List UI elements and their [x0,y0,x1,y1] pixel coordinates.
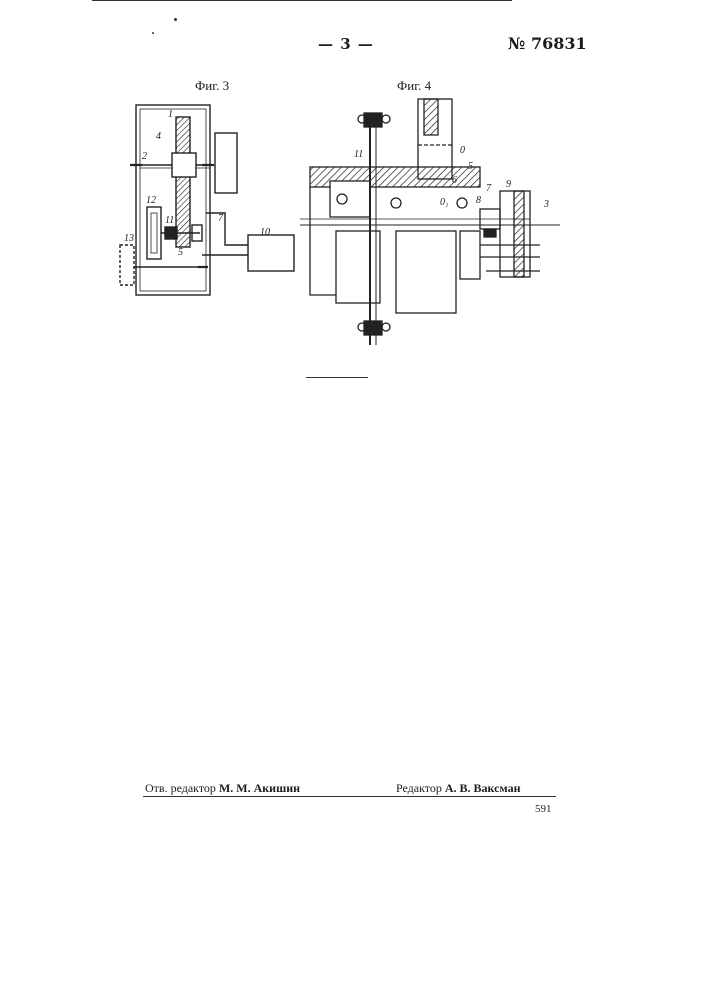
figure-3-title: Фиг. 3 [195,78,229,94]
box-upper-right [215,133,237,193]
footer-left-role: Отв. редактор [145,781,216,795]
callout-13: 13 [124,233,134,244]
callout-12: 12 [146,195,156,206]
figure-4-drawing: 0 11 5 6 7 9 0₁ 8 3 [300,95,560,350]
speck [174,18,177,21]
figure-3-drawing: 1 4 2 12 11 7 5 10 13 [110,95,320,300]
lower-cylinder-mid [396,231,456,313]
callout-5: 5 [468,161,473,172]
callout-2: 2 [142,151,147,162]
page-number: — 3 — [318,35,374,53]
box-10 [248,235,294,271]
callout-4: 4 [156,131,161,142]
section-separator [306,377,368,378]
patent-number: № 76831 [508,34,587,53]
lower-cylinder-left [336,231,380,303]
callout-9: 9 [506,179,511,190]
motor-12 [147,207,161,259]
callout-1: 1 [168,109,173,120]
callout-5: 5 [178,247,183,258]
callout-11: 11 [354,149,363,160]
top-edge-rule [92,0,512,1]
callout-7: 7 [486,183,492,194]
callout-7: 7 [218,213,224,224]
callout-6: 6 [452,175,457,186]
callout-11: 11 [165,215,174,226]
footer-left-name: М. М. Акишин [219,781,300,795]
callout-0-sub: 0₁ [440,197,448,208]
element-13 [120,245,134,285]
footer-right-role: Редактор [396,781,442,795]
callout-0: 0 [460,145,465,156]
print-code: 591 [535,803,552,815]
figure-4-title: Фиг. 4 [397,78,431,94]
lower-cylinder-right [460,231,480,279]
footer-editor: Редактор А. В. Ваксман [396,781,521,796]
callout-10: 10 [260,227,270,238]
callout-8: 8 [476,195,481,206]
callout-3: 3 [543,199,549,210]
disc [176,117,190,247]
footer-rule [143,796,556,797]
footer-editor-responsible: Отв. редактор М. М. Акишин [145,781,300,796]
footer-right-name: А. В. Ваксман [445,781,521,795]
speck [152,32,154,34]
